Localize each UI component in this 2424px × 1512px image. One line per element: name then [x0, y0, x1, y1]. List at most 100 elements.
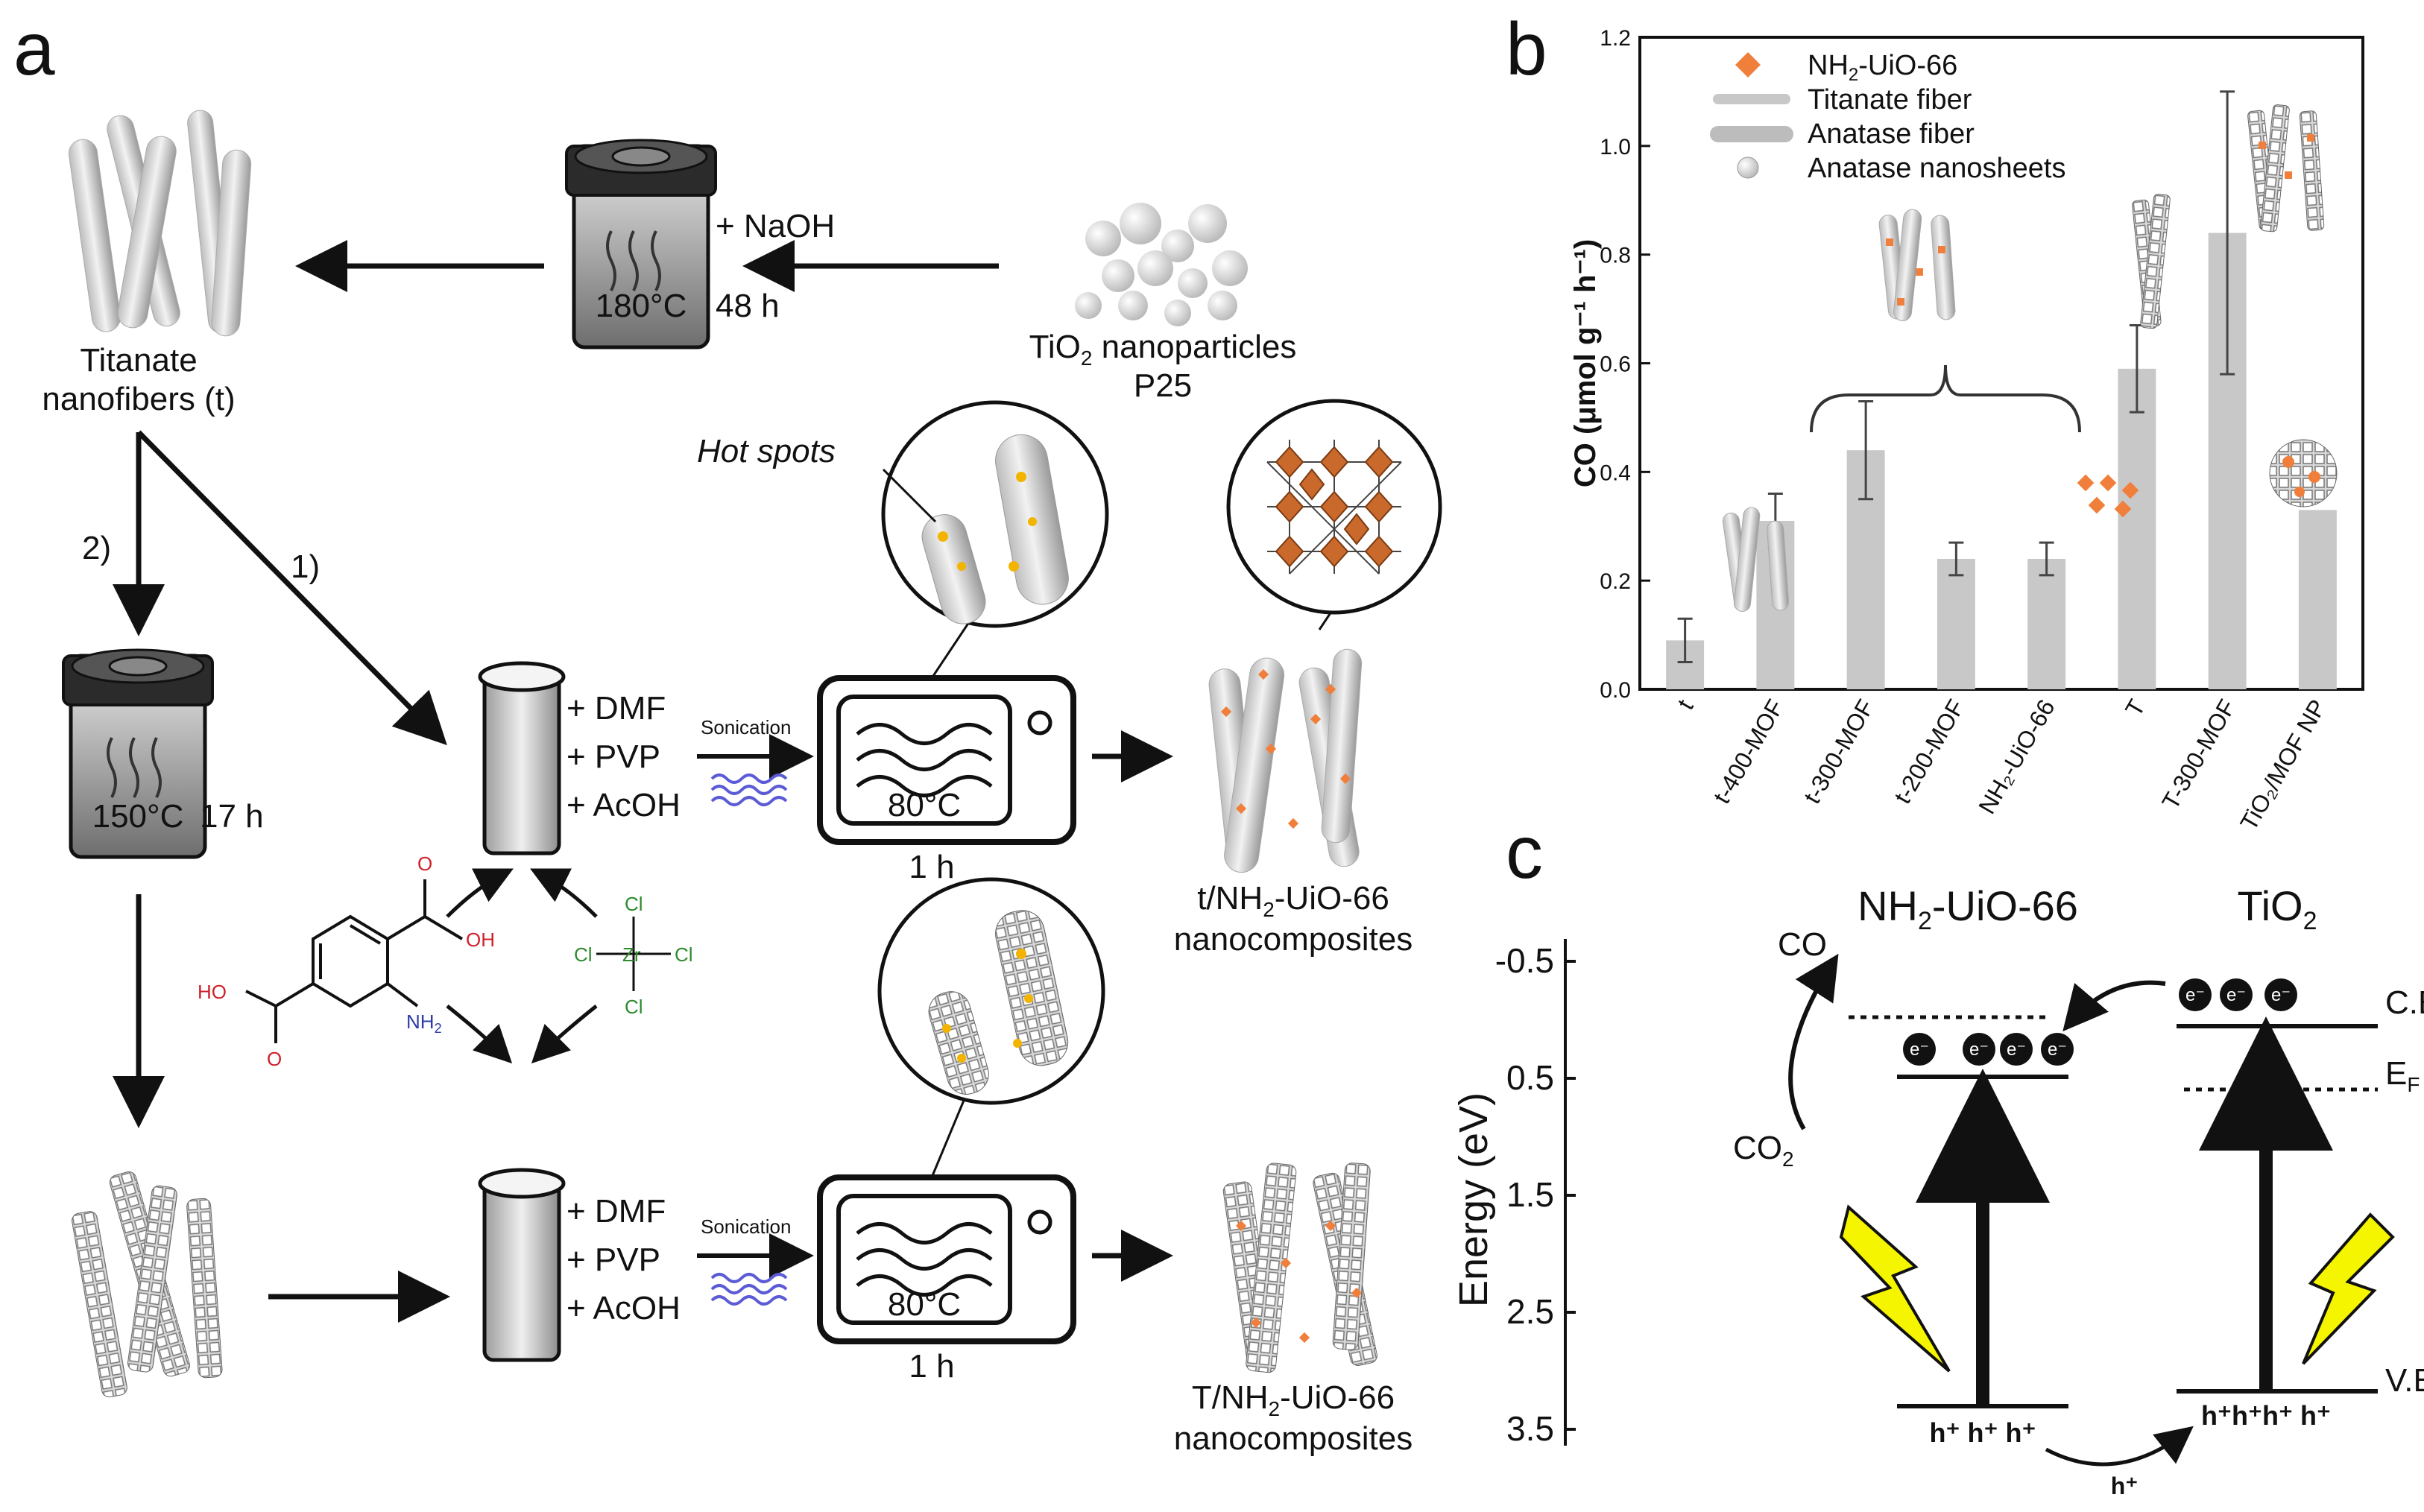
bar-4 — [1937, 559, 1975, 689]
vial-top-icon — [478, 661, 566, 855]
mol-cl-left: Cl — [574, 943, 593, 966]
mol-o-top: O — [417, 853, 432, 875]
x-tick-label-7: T-300-MOF — [2156, 695, 2241, 814]
ef-label: EF — [2385, 1055, 2420, 1096]
anatase-zoom — [877, 877, 1105, 1105]
aminoterephthalic-acid-structure — [245, 879, 464, 1043]
sonication-waves-top-icon — [710, 774, 788, 806]
oven1-temp: 80°C — [888, 787, 961, 823]
titanate-label-line1: Titanate — [80, 342, 197, 379]
autoclave1-time: 48 h — [716, 288, 780, 324]
mof-electrons — [1903, 1033, 2074, 1066]
vial1-reagent-3: + AcOH — [566, 787, 681, 823]
legend-marker-sphere — [1737, 156, 1759, 179]
electron-transfer-arrow — [2062, 980, 2166, 1032]
mof-electron-4: e⁻ — [2048, 1040, 2067, 1060]
tio2-electron-1: e⁻ — [2185, 985, 2205, 1005]
legend-text-4: Anatase nanosheets — [1808, 153, 2066, 184]
autoclave2-temp: 150°C — [92, 798, 184, 835]
route-2-label: 2) — [82, 530, 111, 566]
energy-tick-1: 0.5 — [1506, 1058, 1554, 1097]
sonication-waves-bottom-icon — [710, 1273, 788, 1306]
zoom-line-bottom — [930, 1087, 970, 1178]
hole-transfer-arrow — [2045, 1426, 2194, 1467]
product1-label-line1: t/NH2-UiO-66 — [1197, 880, 1389, 921]
titanate-nanofibers-illustration — [68, 110, 252, 337]
hot-spots-label: Hot spots — [697, 433, 836, 469]
mof-electron-1: e⁻ — [1910, 1040, 1929, 1060]
tio2-electron-2: e⁻ — [2226, 985, 2246, 1005]
titanate-label-line2: nanofibers (t) — [42, 381, 235, 417]
y-axis-label: CO (μmol g⁻¹ h⁻¹) — [1569, 239, 1602, 487]
x-tick-label-2: t-400-MOF — [1708, 695, 1789, 809]
bar-5 — [2027, 559, 2066, 689]
vial2-reagent-1: + DMF — [566, 1193, 666, 1230]
energy-tick-0: -0.5 — [1495, 941, 1554, 980]
hole-transfer-label: h⁺ — [2111, 1473, 2138, 1499]
arrow-zr-to-vial2 — [531, 1005, 598, 1064]
mol-oh-right: OH — [466, 929, 495, 951]
y-tick-label: 1.0 — [1600, 135, 1631, 159]
autoclave-150-icon — [62, 648, 214, 859]
oven2-temp: 80°C — [888, 1286, 961, 1323]
y-tick-label: 0.0 — [1600, 678, 1631, 703]
mof-holes: h⁺ h⁺ h⁺ — [1930, 1417, 2036, 1448]
bar-6 — [2118, 368, 2156, 689]
tio2-nanoparticles-illustration — [1075, 203, 1248, 326]
energy-axis-ticks — [1565, 960, 1576, 1431]
arrow-mol-to-vial1 — [446, 868, 514, 918]
legend-text-2: Titanate fiber — [1808, 84, 1972, 116]
anatase-fibers-illustration — [72, 1171, 223, 1398]
sonication-label-top: Sonication — [701, 716, 791, 738]
vial2-reagent-3: + AcOH — [566, 1290, 681, 1326]
co2-label: CO2 — [1733, 1130, 1794, 1171]
energy-tick-3: 2.5 — [1506, 1292, 1554, 1331]
chart-legend: NH2-UiO-66 Titanate fiber Anatase fiber … — [1710, 50, 2066, 184]
autoclave1-reagent: + NaOH — [716, 208, 835, 244]
energy-tick-2: 1.5 — [1506, 1175, 1554, 1214]
mol-zr: Zr — [622, 943, 641, 966]
energy-axis-label: Energy (eV) — [1451, 1092, 1496, 1307]
microwave-oven-top-icon — [817, 675, 1076, 845]
mof-electron-2: e⁻ — [1969, 1040, 1989, 1060]
tio2-electrons — [2179, 978, 2297, 1011]
panel-a-label: a — [13, 7, 55, 91]
chart-inset-illustrations — [1722, 104, 2338, 612]
mof-title: NH2-UiO-66 — [1858, 882, 2078, 935]
oven2-time: 1 h — [909, 1348, 954, 1385]
tio2-label-line1: TiO2 nanoparticles — [1029, 329, 1297, 370]
vb-label: V.B — [2385, 1362, 2424, 1399]
autoclave-180-icon — [565, 139, 717, 349]
mol-oh-left: HO — [198, 981, 227, 1003]
y-tick-label: 0.2 — [1600, 569, 1631, 594]
tio2-title: TiO2 — [2237, 882, 2317, 935]
oven1-time: 1 h — [909, 849, 954, 885]
vial2-reagent-2: + PVP — [566, 1241, 660, 1278]
y-tick-label: 0.4 — [1600, 461, 1631, 485]
mol-cl-right: Cl — [675, 943, 693, 966]
product2-label-line2: nanocomposites — [1174, 1420, 1413, 1457]
vial-bottom-icon — [478, 1168, 566, 1362]
mol-cl-bottom: Cl — [625, 996, 643, 1018]
legend-text-1: NH2-UiO-66 — [1808, 50, 1957, 85]
product-T-illustration — [1222, 1163, 1377, 1373]
mol-nh2: NH2 — [406, 1010, 442, 1036]
product-t-illustration — [1208, 648, 1363, 873]
x-tick-label-1: t — [1672, 695, 1699, 714]
arrow-mol-to-vial2 — [446, 1005, 513, 1064]
hot-spots-pointer — [882, 468, 937, 523]
mof-electron-3: e⁻ — [2007, 1040, 2026, 1060]
mol-o-bottom: O — [267, 1048, 282, 1070]
y-tick-label: 0.6 — [1600, 352, 1631, 377]
tio2-electron-3: e⁻ — [2271, 985, 2291, 1005]
lightning-left-icon — [1839, 1204, 1951, 1373]
microwave-oven-bottom-icon — [817, 1174, 1076, 1344]
legend-text-3: Anatase fiber — [1808, 118, 1975, 150]
x-tick-label-6: T — [2120, 695, 2150, 721]
energy-tick-4: 3.5 — [1506, 1409, 1554, 1448]
product2-label-line1: T/NH2-UiO-66 — [1192, 1379, 1395, 1420]
co2-reduction-arrow — [1788, 953, 1839, 1130]
x-tick-label-8: TiO₂/MOF NP — [2235, 695, 2331, 835]
panel-c-label: c — [1506, 811, 1543, 894]
